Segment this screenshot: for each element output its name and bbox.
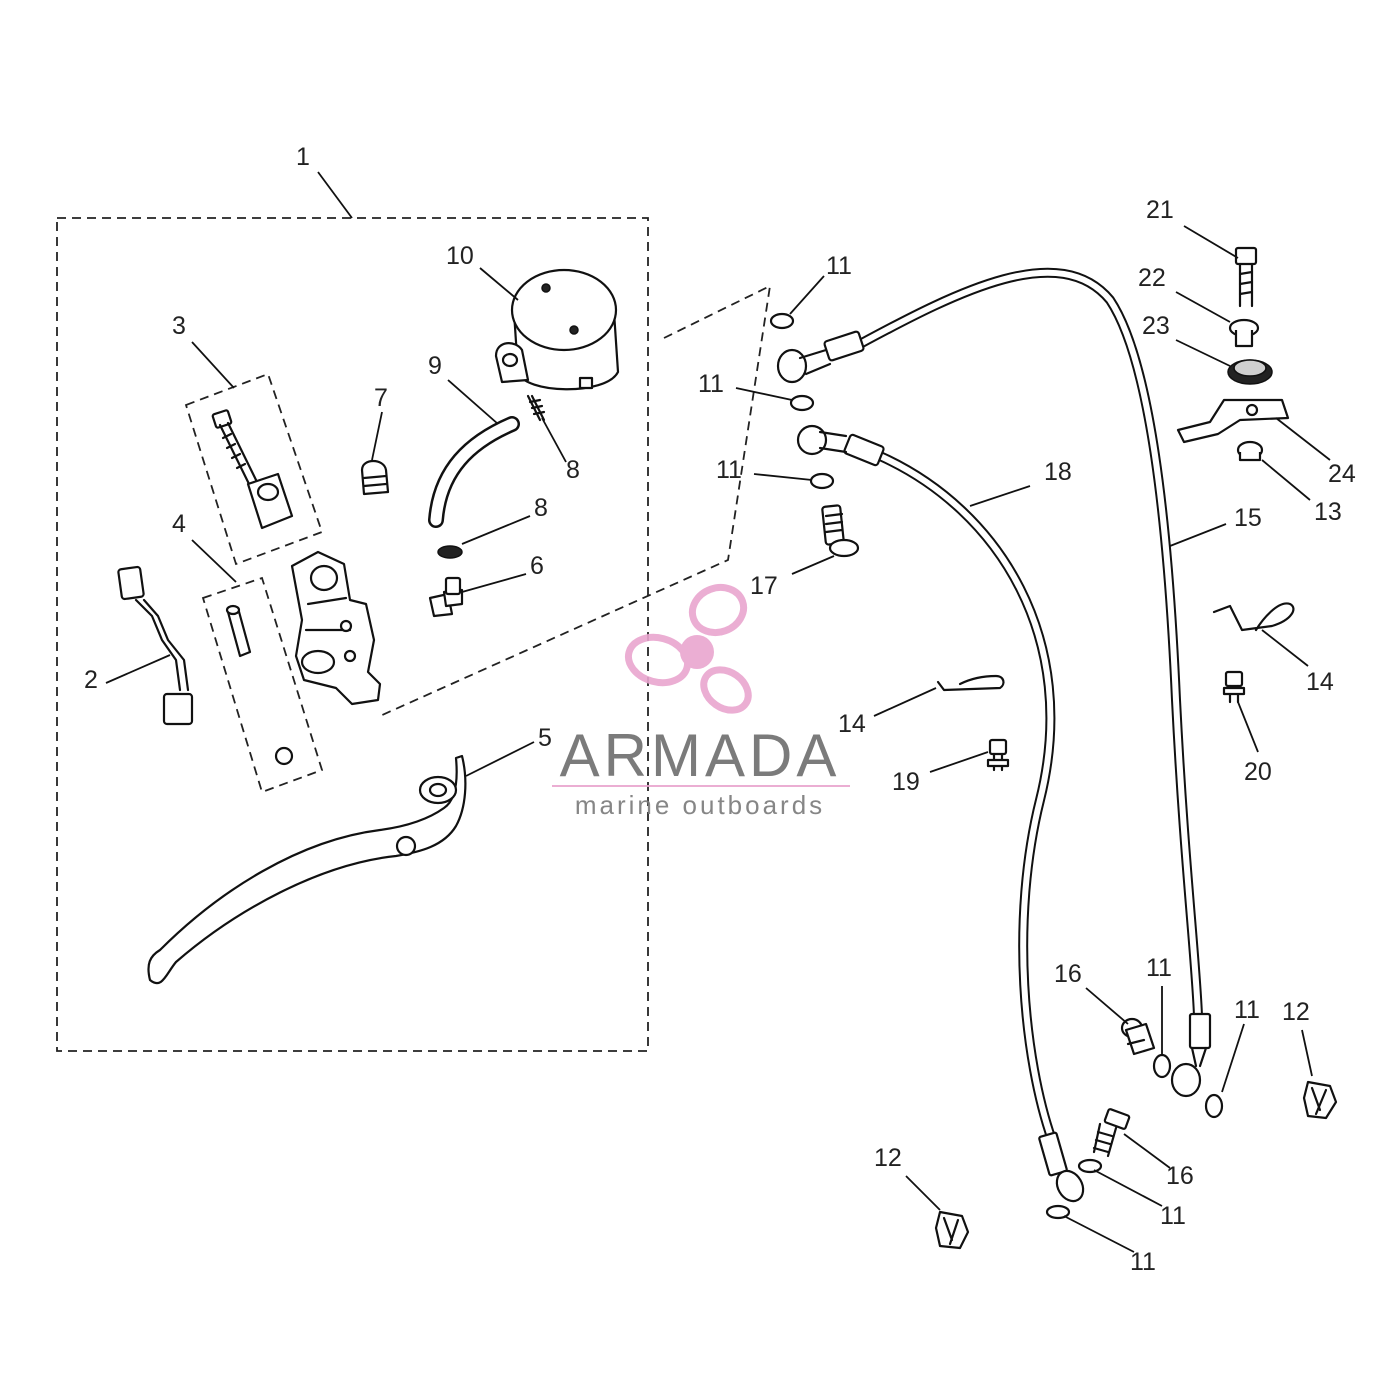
part-16-banjo-bolts [1092,1017,1156,1158]
part-17-banjo-bolt [821,504,860,558]
callout-12b: 12 [1282,998,1310,1026]
callout-4: 4 [172,510,186,538]
callout-20: 20 [1244,758,1272,786]
callout-11d: 11 [1146,954,1172,982]
callout-11b: 11 [698,370,724,398]
callout-18: 18 [1044,458,1072,486]
part-15-clutch-hose-long [776,267,1212,1098]
part-19-screw [986,738,1010,772]
brand-tagline: marine outboards [575,790,825,820]
callout-16a: 16 [1054,960,1082,988]
part-6-elbow-fitting [428,576,464,618]
part-24-bracket [1176,398,1290,444]
callout-6: 6 [530,552,544,580]
callout-12a: 12 [874,1144,902,1172]
part-23-grommet [1227,359,1273,385]
part-9-reservoir-hose [428,416,520,528]
part-11-sealing-washers [769,312,1224,1220]
callout-3: 3 [172,312,186,340]
callout-5: 5 [538,724,552,752]
armada-logo-watermark: ARMADA marine outboards [552,583,850,820]
callout-22: 22 [1138,264,1166,292]
callout-8b: 8 [534,494,548,522]
callout-labels: 1 2 3 4 5 6 7 8 8 9 10 11 11 11 11 11 11… [84,143,1356,1276]
callout-8a: 8 [566,456,580,484]
callout-17: 17 [750,572,778,600]
part-4-pivot-pin [225,604,294,766]
callout-21: 21 [1146,196,1174,224]
assembly-4-boundary [201,576,324,794]
brand-name: ARMADA [560,722,841,789]
part-13-nut [1236,440,1264,462]
part-18-clutch-hose-short [796,424,1085,1203]
callout-10: 10 [446,242,474,270]
part-7-bleed-plug [360,459,390,496]
callout-11a: 11 [826,252,852,280]
leader-lines [105,171,1331,1253]
part-21-bolt [1234,246,1258,308]
propeller-icon [624,583,752,714]
part-5-clutch-lever [147,754,467,985]
part-12-hose-clamps [934,1080,1338,1250]
callout-19: 19 [892,768,920,796]
callout-15: 15 [1234,504,1262,532]
part-22-spacer [1228,318,1260,348]
part-14-hose-guides [936,602,1295,692]
callout-24: 24 [1328,460,1356,488]
assembly-3-boundary [184,372,324,566]
callout-23: 23 [1142,312,1170,340]
part-3-screw-clamp [211,409,294,530]
part-20-screw [1222,670,1246,704]
part-2-brake-switch [117,565,194,726]
callout-7: 7 [374,384,388,412]
callout-11g: 11 [1130,1248,1156,1276]
part-10-fluid-reservoir [494,268,620,391]
callout-11c: 11 [716,456,742,484]
master-cylinder-body [290,550,382,706]
callout-16b: 16 [1166,1162,1194,1190]
callout-13: 13 [1314,498,1342,526]
callout-9: 9 [428,352,442,380]
part-8-hose-clips [437,394,546,559]
callout-1: 1 [296,143,310,171]
callout-2: 2 [84,666,98,694]
callout-14b: 14 [838,710,866,738]
callout-11f: 11 [1160,1202,1186,1230]
hose-connection-boundary [379,284,772,717]
callout-11e: 11 [1234,996,1260,1024]
callout-14a: 14 [1306,668,1334,696]
